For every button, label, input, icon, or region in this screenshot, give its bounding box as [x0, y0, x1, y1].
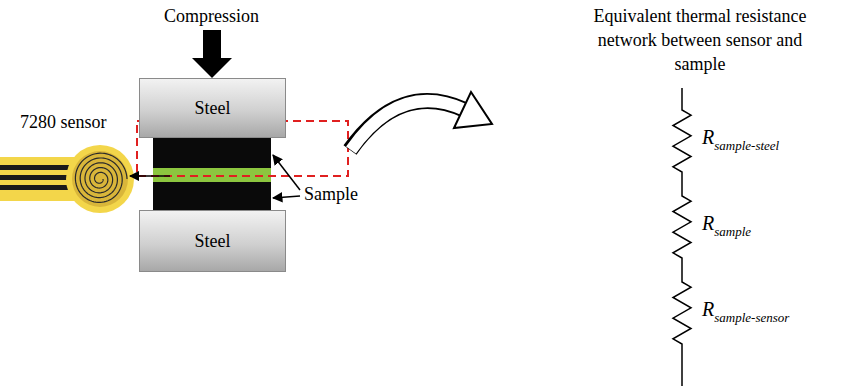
sensor-pointer [130, 175, 170, 177]
sample-label: Sample [304, 182, 358, 206]
leader-line [273, 155, 300, 190]
zoom-arrow [350, 101, 465, 150]
resistance-label: Rsample [702, 212, 751, 240]
sample-slab [153, 182, 271, 210]
resistance-label: Rsample-steel [702, 126, 779, 154]
resistance-symbol: R [702, 212, 714, 234]
zoom-arrow [351, 101, 465, 150]
load-label: Compression [164, 4, 259, 28]
resistance-subscript: sample-steel [714, 138, 779, 153]
resistance-subscript: sample-sensor [714, 310, 789, 325]
resistance-symbol: R [702, 126, 714, 148]
leader-line [273, 196, 300, 198]
sensor-spiral [75, 153, 127, 202]
resistance-symbol: R [702, 298, 714, 320]
sensor-picture [0, 145, 134, 213]
resistance-label: Rsample-sensor [702, 298, 789, 326]
block-label: Steel [195, 98, 231, 119]
resistance-subscript: sample [714, 224, 751, 239]
network-heading: Equivalent thermal resistance network be… [575, 4, 825, 76]
spiral-trace [75, 153, 127, 202]
sensor-label: 7280 sensor [20, 110, 107, 134]
block-label: Steel [195, 231, 231, 252]
steel-block: Steel [139, 78, 286, 138]
zoom-arrow-head [454, 92, 492, 128]
compression-arrow [192, 30, 232, 78]
steel-block: Steel [139, 210, 286, 272]
sample-slab [153, 138, 271, 168]
resistor-chain [673, 88, 691, 386]
resistor-symbol [673, 88, 691, 386]
